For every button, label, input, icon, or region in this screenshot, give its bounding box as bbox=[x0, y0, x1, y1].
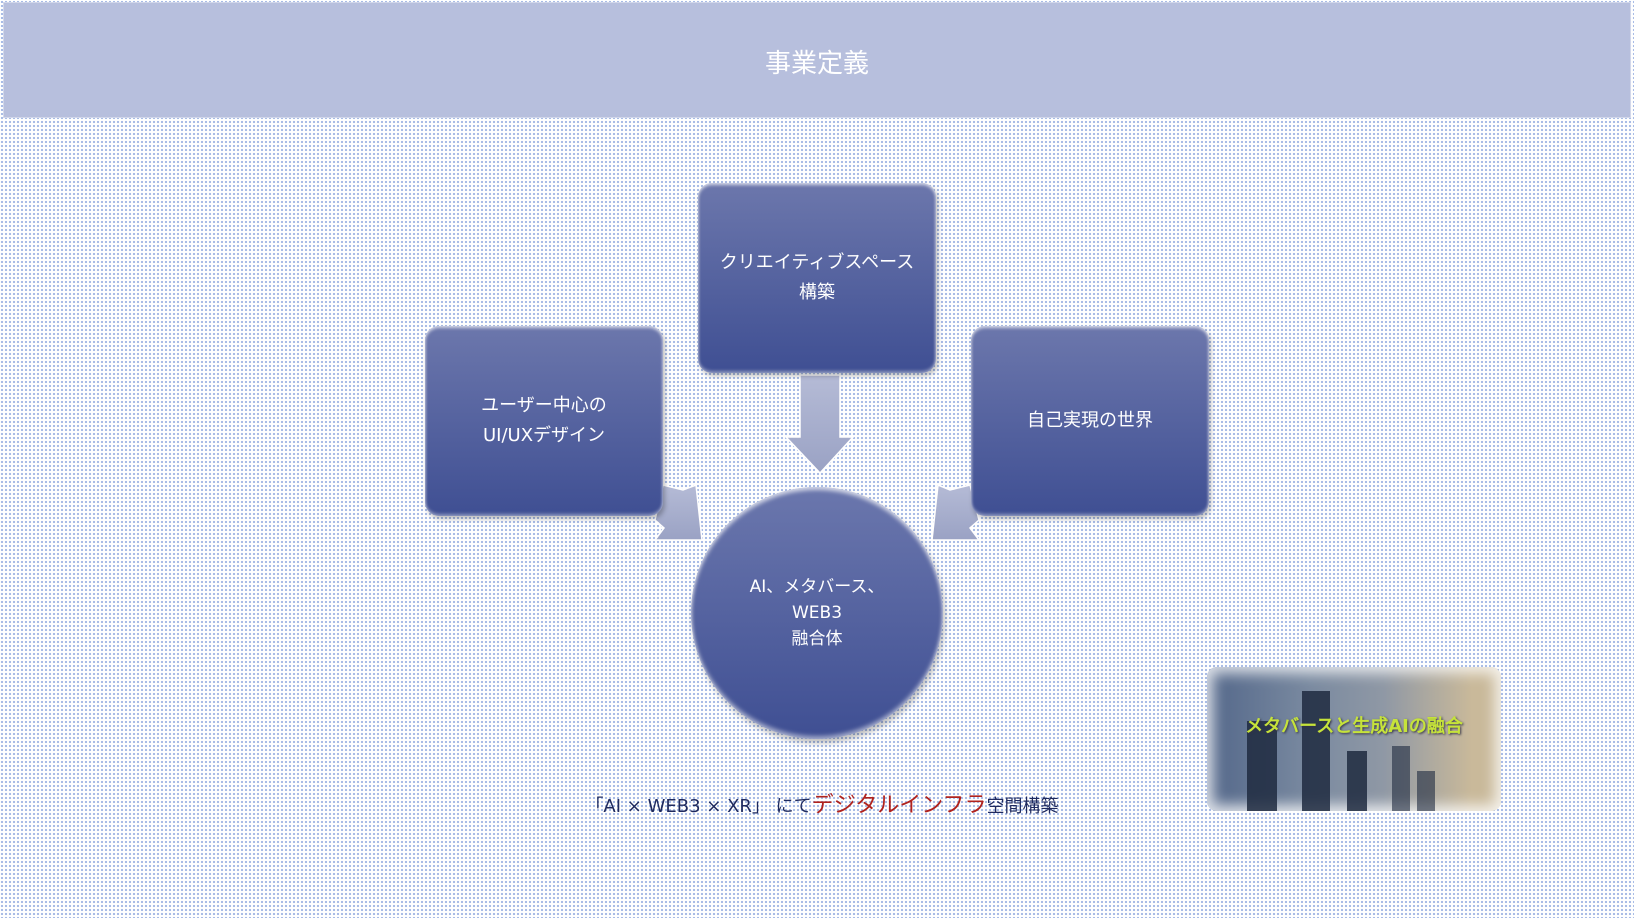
arrow-down bbox=[784, 374, 855, 475]
image-overlay-text: メタバースと生成AIの融合 bbox=[1245, 716, 1463, 737]
box-ui-ux-design: ユーザー中心の UI/UXデザイン bbox=[425, 326, 663, 516]
arrow-left-to-center bbox=[653, 483, 703, 541]
box-self-realization: 自己実現の世界 bbox=[971, 326, 1209, 516]
box-text-line: UI/UXデザイン bbox=[482, 425, 606, 446]
box-text-line: クリエイティブスペース bbox=[719, 252, 915, 273]
caption-prefix: 「AI × WEB3 × XR」 にて bbox=[585, 796, 812, 817]
header-bar: 事業定義 bbox=[3, 2, 1631, 118]
page-title: 事業定義 bbox=[764, 49, 869, 79]
building-shape bbox=[1247, 721, 1277, 811]
box-text-line: 自己実現の世界 bbox=[1027, 410, 1153, 431]
caption: 「AI × WEB3 × XR」 にてデジタルインフラ空間構築 bbox=[0, 787, 1634, 819]
box-creative-space: クリエイティブスペース 構築 bbox=[698, 183, 936, 373]
building-shape bbox=[1392, 746, 1410, 811]
arrow-right-to-center bbox=[931, 483, 981, 541]
circle-text-line: 融合体 bbox=[791, 629, 843, 649]
building-shape bbox=[1302, 691, 1330, 811]
center-circle-fusion: AI、メタバース、 WEB3 融合体 bbox=[691, 487, 943, 739]
caption-highlight: デジタルインフラ bbox=[811, 793, 987, 818]
circle-text-line: WEB3 bbox=[791, 603, 843, 623]
box-text-line: ユーザー中心の bbox=[481, 395, 607, 416]
building-shape bbox=[1347, 751, 1367, 811]
building-shape bbox=[1417, 771, 1435, 811]
circle-text-line: AI、メタバース、 bbox=[749, 577, 885, 597]
box-text-line: 構築 bbox=[799, 282, 835, 303]
caption-suffix: 空間構築 bbox=[986, 796, 1059, 817]
metaverse-ai-image: メタバースと生成AIの融合 bbox=[1207, 667, 1501, 811]
